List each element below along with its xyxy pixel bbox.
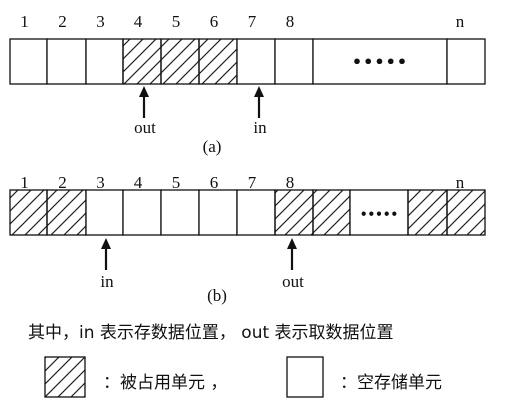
slot-number-label: n [456, 12, 465, 31]
legend-empty-swatch [286, 356, 324, 398]
legend-occupied-swatch [44, 356, 86, 398]
queue-cell-occupied [46, 189, 87, 236]
slot-number-label: 2 [58, 12, 67, 31]
queue-cell-empty [198, 189, 238, 236]
queue-row-b: ••••• 1 2 3 4 5 6 7 8 n in out [9, 173, 486, 291]
queue-cell-empty [122, 189, 162, 236]
pointer-label-out: out [282, 272, 304, 291]
slot-number-label: 1 [20, 173, 29, 192]
queue-cell-empty [9, 38, 48, 85]
queue-cell-occupied [407, 189, 448, 236]
explanation-text: 其中，in 表示存数据位置， out 表示取数据位置 [28, 323, 394, 343]
queue-cell-occupied [274, 189, 314, 236]
pointer-arrow-head [287, 238, 297, 249]
queue-cell-occupied [122, 38, 162, 85]
slot-number-label: 4 [134, 12, 143, 31]
ellipsis-mark: ••••• [360, 208, 398, 222]
legend-empty-label: ：空存储单元 [340, 373, 442, 393]
pointer-arrow-head [139, 86, 149, 97]
queue-cell-empty [349, 189, 409, 236]
queue-cell-empty [236, 189, 276, 236]
legend-occupied-label: ：被占用单元 ， [103, 373, 227, 393]
slot-number-label: n [456, 173, 465, 192]
caption-b: (b) [207, 286, 227, 305]
queue-cell-empty [46, 38, 87, 85]
pointer-label-in: in [100, 272, 114, 291]
pointer-label-out: out [134, 118, 156, 137]
slot-number-label: 6 [210, 173, 219, 192]
queue-cell-occupied [312, 189, 351, 236]
slot-number-label: 8 [286, 173, 295, 192]
queue-cell-occupied [9, 189, 48, 236]
slot-number-label: 3 [96, 173, 105, 192]
queue-cell-occupied [446, 189, 486, 236]
pointer-arrow-head [101, 238, 111, 249]
queue-cell-empty [236, 38, 276, 85]
slot-number-label: 8 [286, 12, 295, 31]
slot-number-label: 7 [248, 173, 257, 192]
queue-cell-empty [446, 38, 486, 85]
queue-cell-empty [85, 38, 124, 85]
queue-row-a: ••••• 1 2 3 4 5 6 7 8 n out in [9, 12, 486, 137]
caption-a: (a) [203, 137, 222, 156]
pointer-arrow-head [254, 86, 264, 97]
ellipsis-mark: ••••• [352, 53, 408, 72]
pointer-label-in: in [253, 118, 267, 137]
slot-number-label: 5 [172, 173, 181, 192]
slot-number-label: 5 [172, 12, 181, 31]
slot-number-label: 3 [96, 12, 105, 31]
queue-cell-occupied [160, 38, 200, 85]
legend: ：被占用单元 ， ：空存储单元 [44, 356, 442, 398]
queue-cell-empty [274, 38, 314, 85]
slot-number-label: 6 [210, 12, 219, 31]
slot-number-label: 4 [134, 173, 143, 192]
queue-cell-empty [160, 189, 200, 236]
slot-number-label: 2 [58, 173, 67, 192]
slot-number-label: 7 [248, 12, 257, 31]
queue-cell-empty [85, 189, 124, 236]
queue-cell-empty [312, 38, 448, 85]
slot-number-label: 1 [20, 12, 29, 31]
queue-cell-occupied [198, 38, 238, 85]
